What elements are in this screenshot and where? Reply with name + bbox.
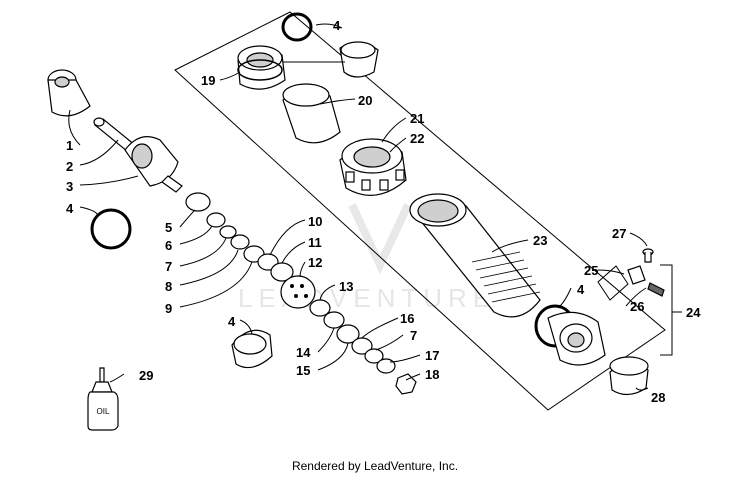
part-6-washer [206, 212, 226, 228]
part-17-washer [376, 358, 396, 374]
callout-27: 27 [612, 226, 626, 241]
part-26-valve-cap [647, 282, 665, 297]
callout-12: 12 [308, 255, 322, 270]
part-24-body-end [547, 311, 606, 366]
callout-16: 16 [400, 311, 414, 326]
callout-15: 15 [296, 363, 310, 378]
footer-credit: Rendered by LeadVenture, Inc. [291, 459, 459, 473]
callout-8: 8 [165, 279, 172, 294]
watermark: LEADVENTURE [238, 203, 496, 313]
callout-24: 24 [686, 305, 701, 320]
part-28-bushing [609, 356, 649, 396]
callout-28: 28 [651, 390, 665, 405]
part-4-oring-top [281, 12, 313, 42]
callout-19: 19 [201, 73, 215, 88]
part-12-piston [280, 275, 316, 309]
part-14-shim [323, 311, 345, 329]
callout-7-upper: 7 [165, 259, 172, 274]
callout-4-right: 4 [577, 282, 585, 297]
callout-20: 20 [358, 93, 372, 108]
part-1-bushing [47, 69, 91, 117]
callout-13: 13 [339, 279, 353, 294]
part-3-shaft-eye [124, 136, 183, 193]
piston-stack [185, 192, 417, 395]
callout-14: 14 [296, 345, 311, 360]
callout-7-lower: 7 [410, 328, 417, 343]
part-4-ring-lower [231, 329, 273, 369]
callout-6: 6 [165, 238, 172, 253]
part-18-nut [395, 373, 417, 395]
leader-lines [68, 23, 682, 391]
callout-9: 9 [165, 301, 172, 316]
subassembly-frame [174, 11, 666, 411]
callout-18: 18 [425, 367, 439, 382]
callout-2: 2 [66, 159, 73, 174]
callout-labels: 1 2 3 4 5 6 7 8 9 10 11 12 13 4 14 15 16… [66, 18, 701, 405]
part-23-shock-body [409, 193, 541, 318]
callout-5: 5 [165, 220, 172, 235]
callout-10: 10 [308, 214, 322, 229]
oil-bottle-label: OIL [97, 407, 110, 416]
callout-26: 26 [630, 299, 644, 314]
part-20-sleeve [282, 83, 341, 144]
callout-25: 25 [584, 263, 598, 278]
callout-17: 17 [425, 348, 439, 363]
callout-3: 3 [66, 179, 73, 194]
part-8-shim [230, 234, 250, 250]
callout-11: 11 [308, 235, 322, 250]
part-4-ring-top [339, 41, 379, 78]
part-29-oil-bottle: OIL [87, 367, 119, 431]
part-21-22-adjuster-nut [339, 138, 407, 196]
part-7-shim [219, 225, 237, 239]
part-4-oring-left [90, 208, 132, 250]
part-5-washer [185, 192, 211, 212]
callout-4-lower: 4 [228, 314, 236, 329]
callout-21: 21 [410, 111, 424, 126]
callout-1: 1 [66, 138, 73, 153]
callout-23: 23 [533, 233, 547, 248]
part-25-valve [627, 265, 646, 285]
part-19-seal-head [237, 45, 286, 90]
part-7-shim-lower [364, 348, 384, 364]
callout-22: 22 [410, 131, 424, 146]
callout-29: 29 [139, 368, 153, 383]
callout-4-top: 4 [333, 18, 341, 33]
watermark-text: LEADVENTURE [238, 283, 496, 313]
callout-4-left: 4 [66, 201, 74, 216]
part-27-screw [642, 248, 654, 263]
